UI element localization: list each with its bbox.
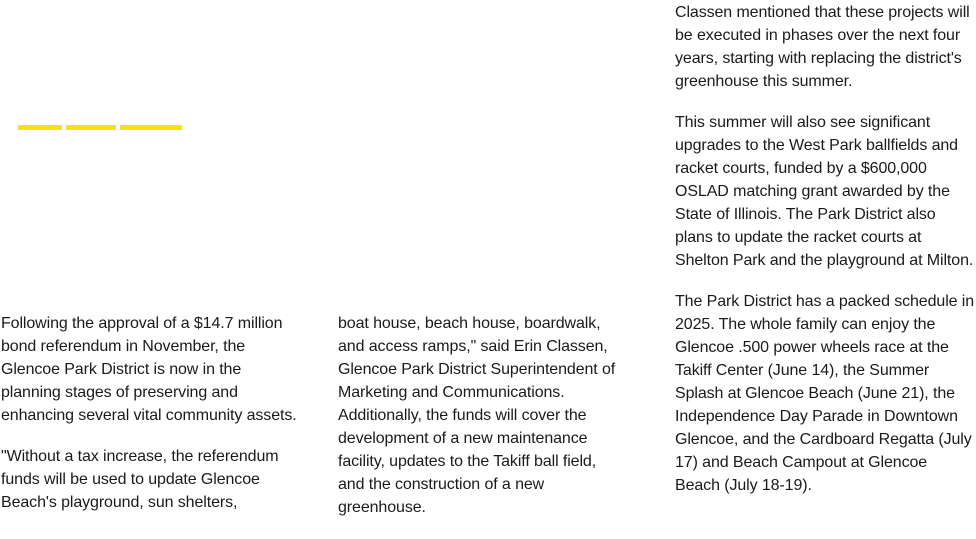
highlight-segment (120, 125, 182, 130)
highlight-segment (66, 125, 116, 130)
paragraph: The Park District has a packed schedule … (675, 293, 975, 494)
article-column-middle: boat house, beach house, boardwalk, and … (338, 312, 624, 537)
highlight-segment (18, 125, 62, 130)
article-column-left: Following the approval of a $14.7 millio… (1, 312, 301, 532)
article-column-right: Classen mentioned that these projects wi… (675, 1, 975, 515)
paragraph: boat house, beach house, boardwalk, and … (338, 315, 616, 516)
paragraph: Following the approval of a $14.7 millio… (1, 315, 297, 424)
paragraph: "Without a tax increase, the referendum … (1, 448, 279, 511)
paragraph: This summer will also see significant up… (675, 114, 974, 269)
paragraph: Classen mentioned that these projects wi… (675, 4, 970, 90)
yellow-highlight-mark (18, 125, 182, 131)
